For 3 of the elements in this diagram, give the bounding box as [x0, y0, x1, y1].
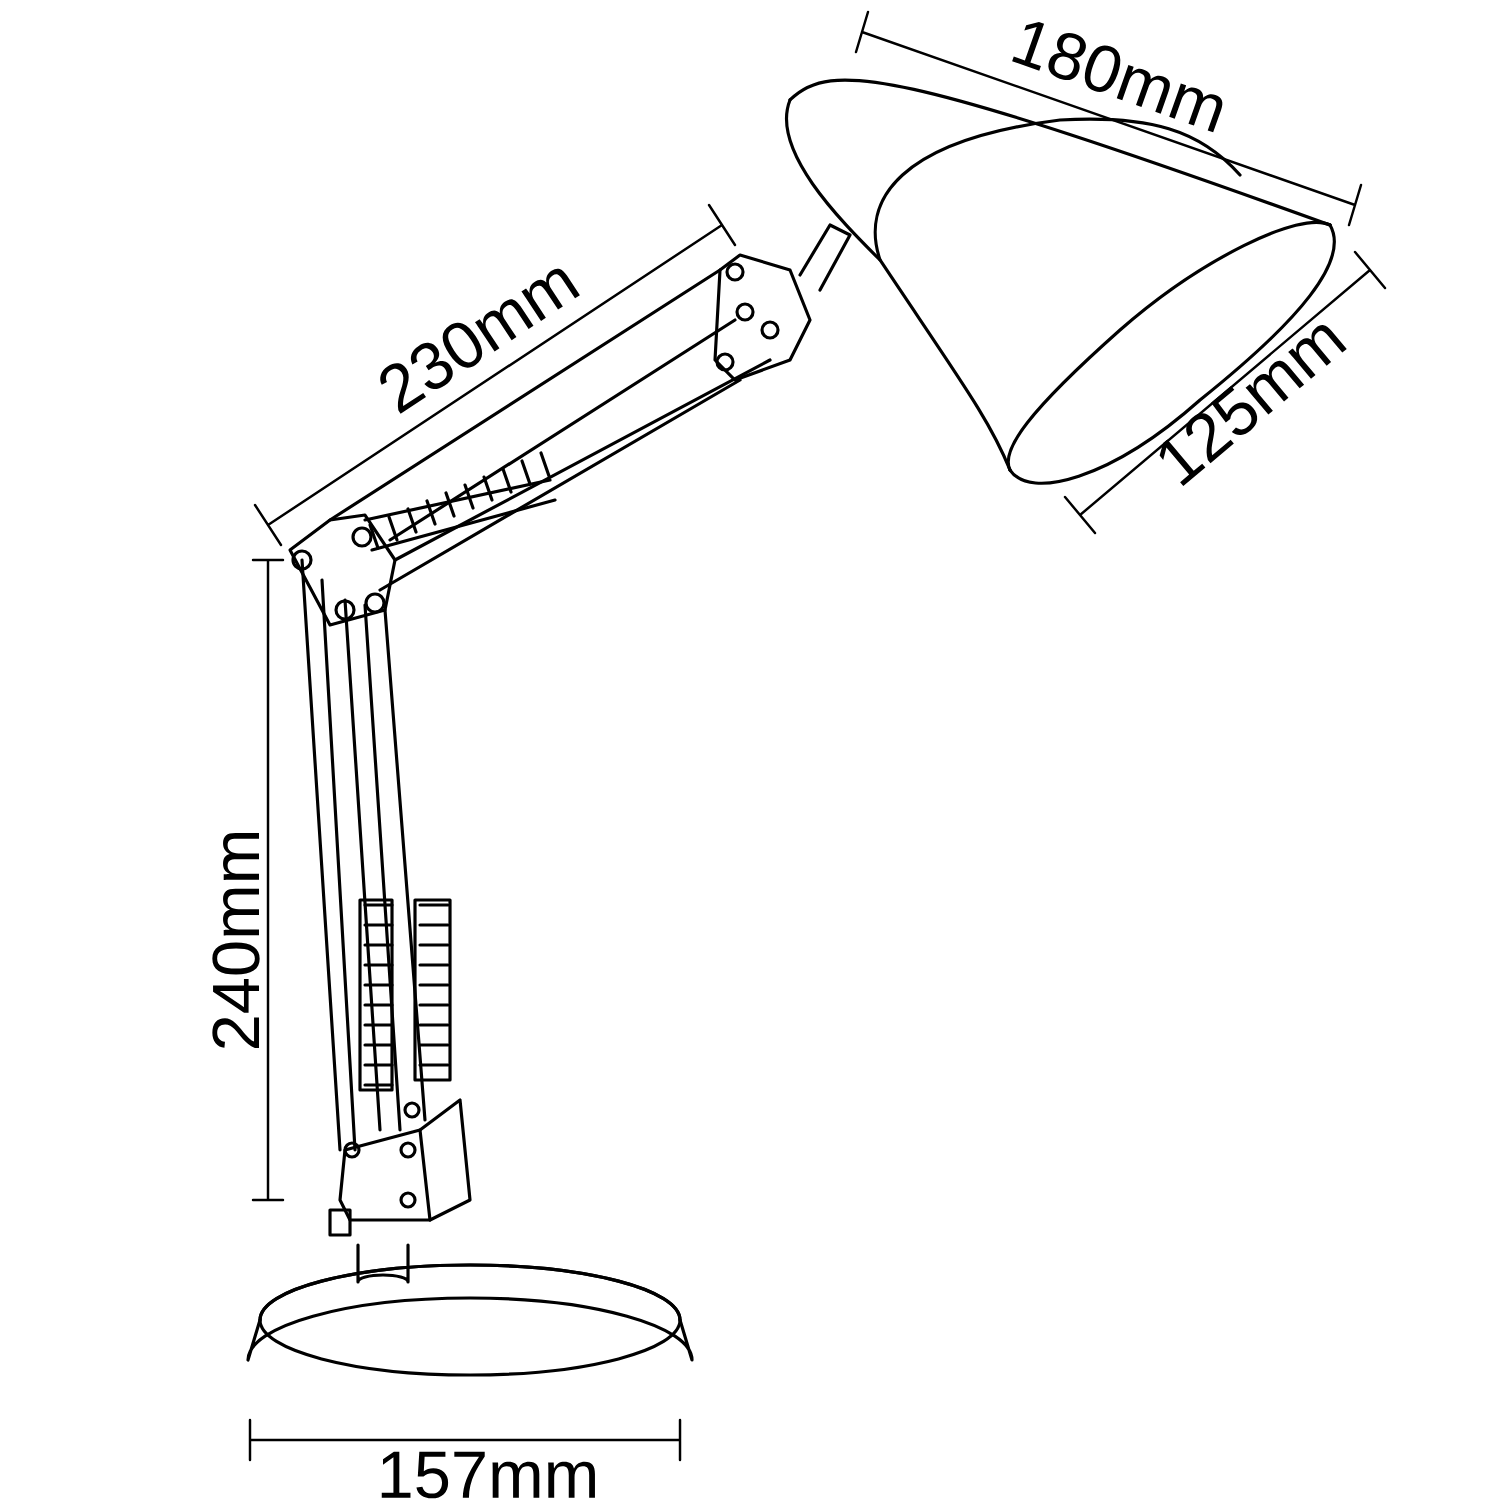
- dimension-label: 180mm: [1012, 21, 1223, 133]
- dimension-label: 157mm: [381, 1451, 595, 1499]
- dimension-label: 240mm: [212, 833, 260, 1049]
